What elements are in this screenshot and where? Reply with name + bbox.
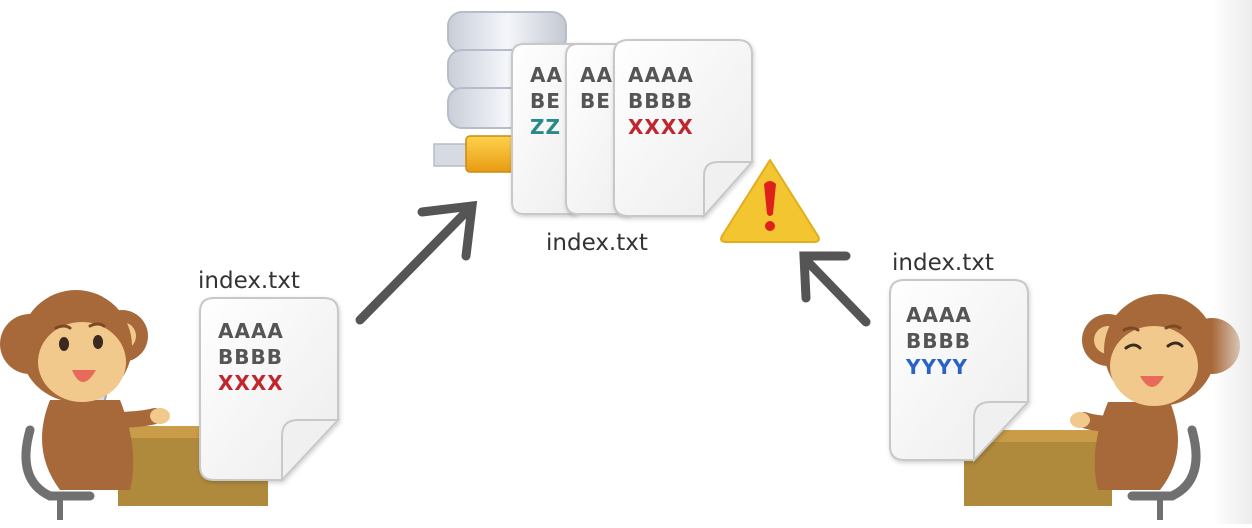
server-back-line-2: BE [530, 89, 561, 113]
arrow-icon-left-up [355, 200, 478, 325]
server-mid-line-2: BE [580, 89, 611, 113]
left-doc-line-3: XXXX [218, 371, 284, 395]
left-filename: index.txt [198, 268, 300, 294]
left-doc-line-1: AAAA [218, 319, 284, 343]
arrow-icon-right-up [799, 251, 871, 327]
left-doc-line-2: BBBB [218, 345, 283, 369]
right-monkey-user-icon [1070, 294, 1240, 520]
right-filename: index.txt [892, 250, 994, 276]
right-doc-line-3: YYYY [905, 355, 968, 379]
server-back-line-1: AA [530, 63, 563, 87]
warning-icon [720, 159, 820, 243]
server-back-line-3: ZZ [530, 115, 561, 139]
server-front-line-3: XXXX [628, 115, 694, 139]
left-monkey-user-icon [0, 290, 170, 520]
server-mid-line-1: AA [580, 63, 613, 87]
server-filename: index.txt [546, 230, 648, 256]
right-user-document: AAAA BBBB YYYY [889, 279, 1031, 463]
right-edge-shadow [1212, 0, 1252, 524]
right-doc-line-1: AAAA [906, 303, 972, 327]
left-user-document: AAAA BBBB XXXX [199, 297, 341, 483]
server-front-line-1: AAAA [628, 63, 694, 87]
server-front-line-2: BBBB [628, 89, 693, 113]
right-doc-line-2: BBBB [906, 329, 971, 353]
server-doc-front: AAAA BBBB XXXX [613, 39, 755, 219]
